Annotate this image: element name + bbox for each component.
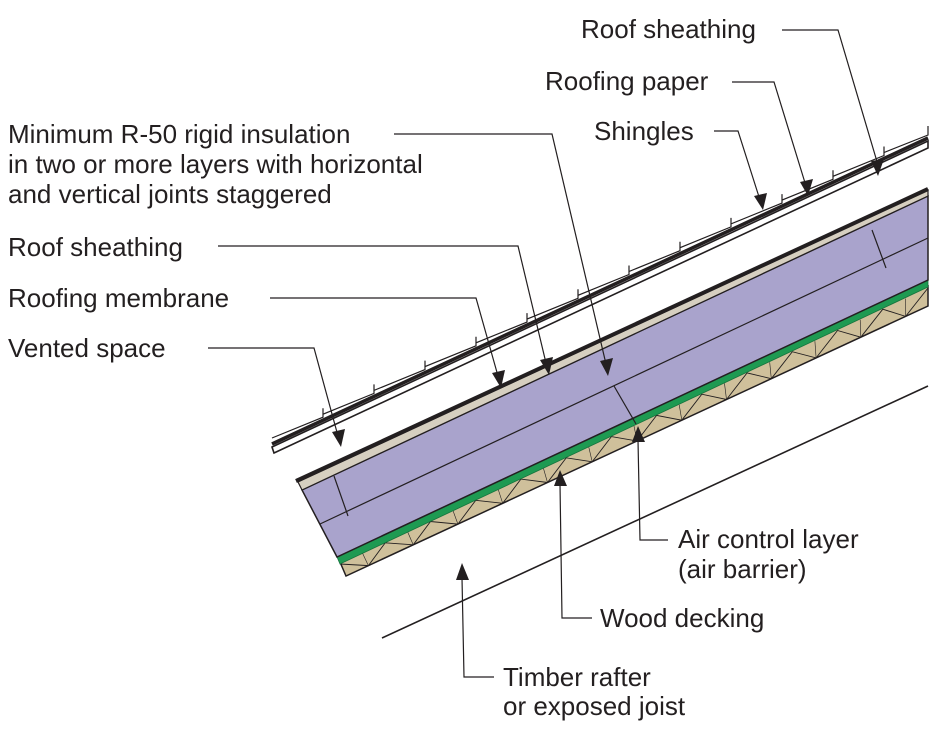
arrow-timber-rafter <box>456 563 469 580</box>
label-wood-decking: Wood decking <box>600 603 764 633</box>
leader-air-control <box>637 439 668 541</box>
leader-roof-sheathing-lower <box>218 245 547 364</box>
roof-assembly-section <box>271 126 929 639</box>
roofing-membrane-layer <box>295 187 929 483</box>
wood-decking-joint <box>407 532 414 545</box>
wood-decking-joint <box>678 404 683 421</box>
leader-lines <box>208 29 884 678</box>
label-insulation-line2: in two or more layers with horizontal <box>8 149 423 179</box>
arrow-roof-sheathing-top <box>871 159 884 176</box>
label-roof-sheathing-top: Roof sheathing <box>581 14 756 44</box>
arrow-roofing-membrane <box>492 370 505 388</box>
arrow-vented-space <box>332 429 345 447</box>
label-roofing-membrane: Roofing membrane <box>8 283 229 313</box>
insulation-vertical-joint-1 <box>333 475 349 517</box>
insulation-vertical-joint-3 <box>871 229 887 269</box>
insulation-vertical-joint-2 <box>613 385 637 425</box>
wood-decking-joint <box>452 510 459 525</box>
label-air-control-line2: (air barrier) <box>678 554 807 584</box>
leader-vented-space <box>208 347 339 437</box>
label-timber-rafter-line2: or exposed joist <box>503 691 686 721</box>
leader-shingles <box>714 130 761 201</box>
wood-decking-joint <box>362 553 369 566</box>
label-shingles: Shingles <box>594 116 694 146</box>
label-timber-rafter-line1: Timber rafter <box>503 662 651 692</box>
rigid-insulation-layer <box>300 194 929 558</box>
leader-timber-rafter <box>461 577 494 678</box>
arrow-wood-decking <box>554 470 567 486</box>
wood-decking-joint <box>588 447 593 462</box>
wood-decking-joint <box>814 341 817 358</box>
arrow-shingles <box>754 193 767 210</box>
label-insulation-line3: and vertical joints staggered <box>8 179 332 209</box>
label-vented-space: Vented space <box>8 333 166 363</box>
leader-roofing-paper <box>732 81 807 187</box>
leader-roof-sheathing-top <box>782 29 879 166</box>
shingles-layer <box>271 126 929 439</box>
wood-decking-joint <box>859 319 862 338</box>
upper-roof-sheathing-layer <box>271 139 929 455</box>
label-roofing-paper: Roofing paper <box>545 66 709 96</box>
arrow-insulation <box>600 358 613 376</box>
arrow-roof-sheathing-lower <box>540 357 553 375</box>
leader-roofing-membrane <box>270 297 499 377</box>
label-air-control-line1: Air control layer <box>678 524 859 554</box>
roofing-paper-layer <box>271 136 929 446</box>
arrow-air-control <box>632 426 645 442</box>
labels: Roof sheathing Roofing paper Shingles Mi… <box>8 14 859 721</box>
wood-decking-joint <box>724 383 727 400</box>
wood-decking-joint <box>498 489 503 504</box>
arrow-roofing-paper <box>800 179 813 196</box>
wood-decking-joint <box>543 468 548 483</box>
leader-wood-decking <box>559 483 592 619</box>
insulation-horizontal-joint <box>319 237 929 525</box>
label-insulation-line1: Minimum R-50 rigid insulation <box>8 119 350 149</box>
timber-rafter-line <box>381 385 929 639</box>
wood-decking-joint <box>769 362 772 379</box>
leader-insulation <box>394 133 607 365</box>
label-roof-sheathing-lower: Roof sheathing <box>8 232 183 262</box>
